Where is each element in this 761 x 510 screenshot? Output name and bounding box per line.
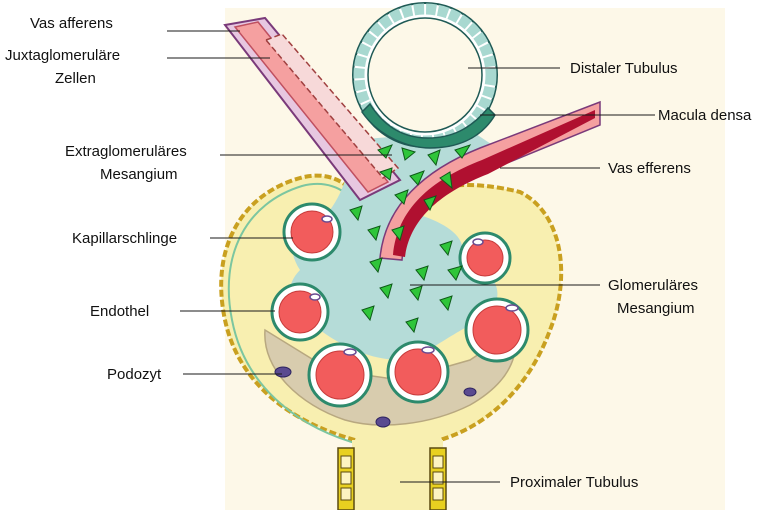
label-distaler-tubulus: Distaler Tubulus bbox=[570, 60, 678, 77]
label-vas-afferens: Vas afferens bbox=[30, 15, 113, 32]
label-podozyt: Podozyt bbox=[107, 366, 162, 383]
label-glomerular-line2: Mesangium bbox=[617, 300, 695, 317]
label-endothel: Endothel bbox=[90, 303, 149, 320]
label-proximaler-tubulus: Proximaler Tubulus bbox=[510, 474, 638, 491]
capillary-loop bbox=[272, 284, 328, 340]
label-extraglomerular-line1: Extraglomeruläres bbox=[65, 143, 187, 160]
label-glomerular-line1: Glomeruläres bbox=[608, 277, 698, 294]
label-macula-densa: Macula densa bbox=[658, 107, 752, 124]
label-kapillarschlinge: Kapillarschlinge bbox=[72, 230, 177, 247]
capillary-loop bbox=[388, 342, 448, 402]
capillary-loop bbox=[284, 204, 340, 260]
label-juxtaglomerular-line2: Zellen bbox=[55, 70, 96, 87]
proximal-tubule-cells-left bbox=[338, 448, 354, 510]
label-extraglomerular-line2: Mesangium bbox=[100, 166, 178, 183]
proximal-tubule-cells-right bbox=[430, 448, 446, 510]
label-vas-efferens: Vas efferens bbox=[608, 160, 691, 177]
capillary-loop bbox=[309, 344, 371, 406]
label-juxtaglomerular-line1: Juxtaglomeruläre bbox=[5, 47, 120, 64]
capillary-loop bbox=[460, 233, 510, 283]
